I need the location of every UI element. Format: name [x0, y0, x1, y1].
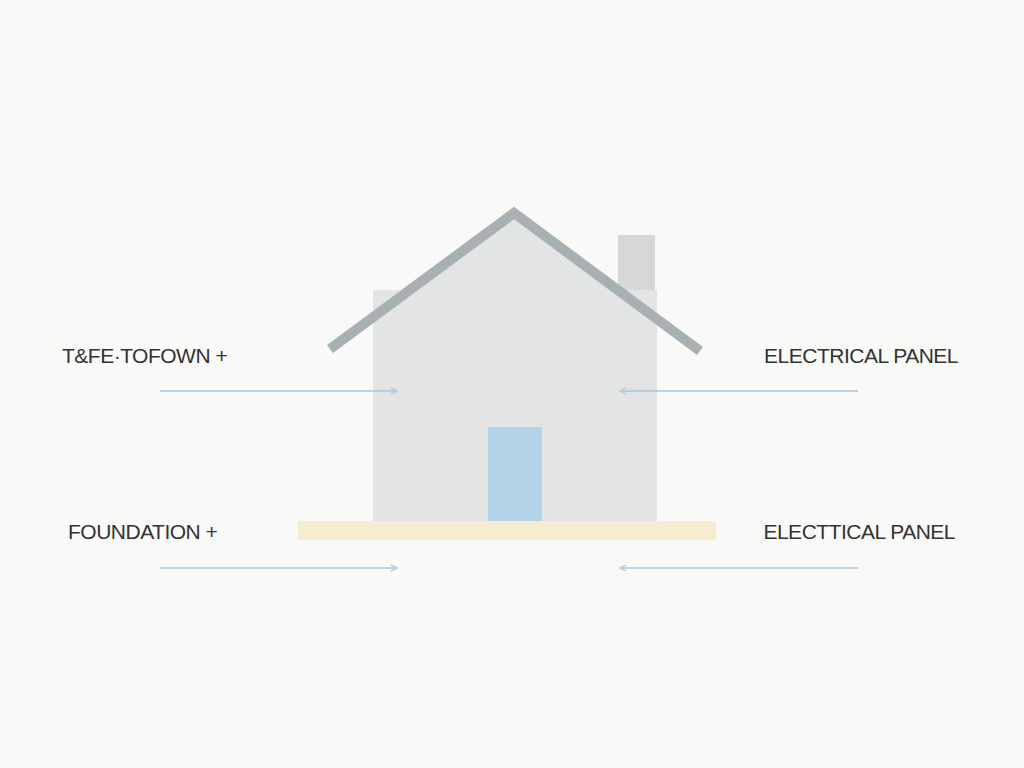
part-label: T&FE·TOFOWN +: [62, 344, 227, 368]
door: [488, 427, 542, 522]
gable: [373, 216, 657, 320]
foundation-band: [298, 521, 716, 540]
part-label: FOUNDATION +: [68, 520, 217, 544]
roof: [330, 213, 700, 351]
leader-arrow: [160, 567, 397, 568]
house-body: [373, 290, 657, 522]
part-label: ELECTTICAL PANEL: [763, 520, 955, 544]
leader-arrow: [620, 390, 858, 391]
leader-arrow: [160, 390, 397, 391]
leader-arrow: [620, 567, 858, 568]
part-label: ELECTRICAL PANEL: [764, 344, 958, 368]
